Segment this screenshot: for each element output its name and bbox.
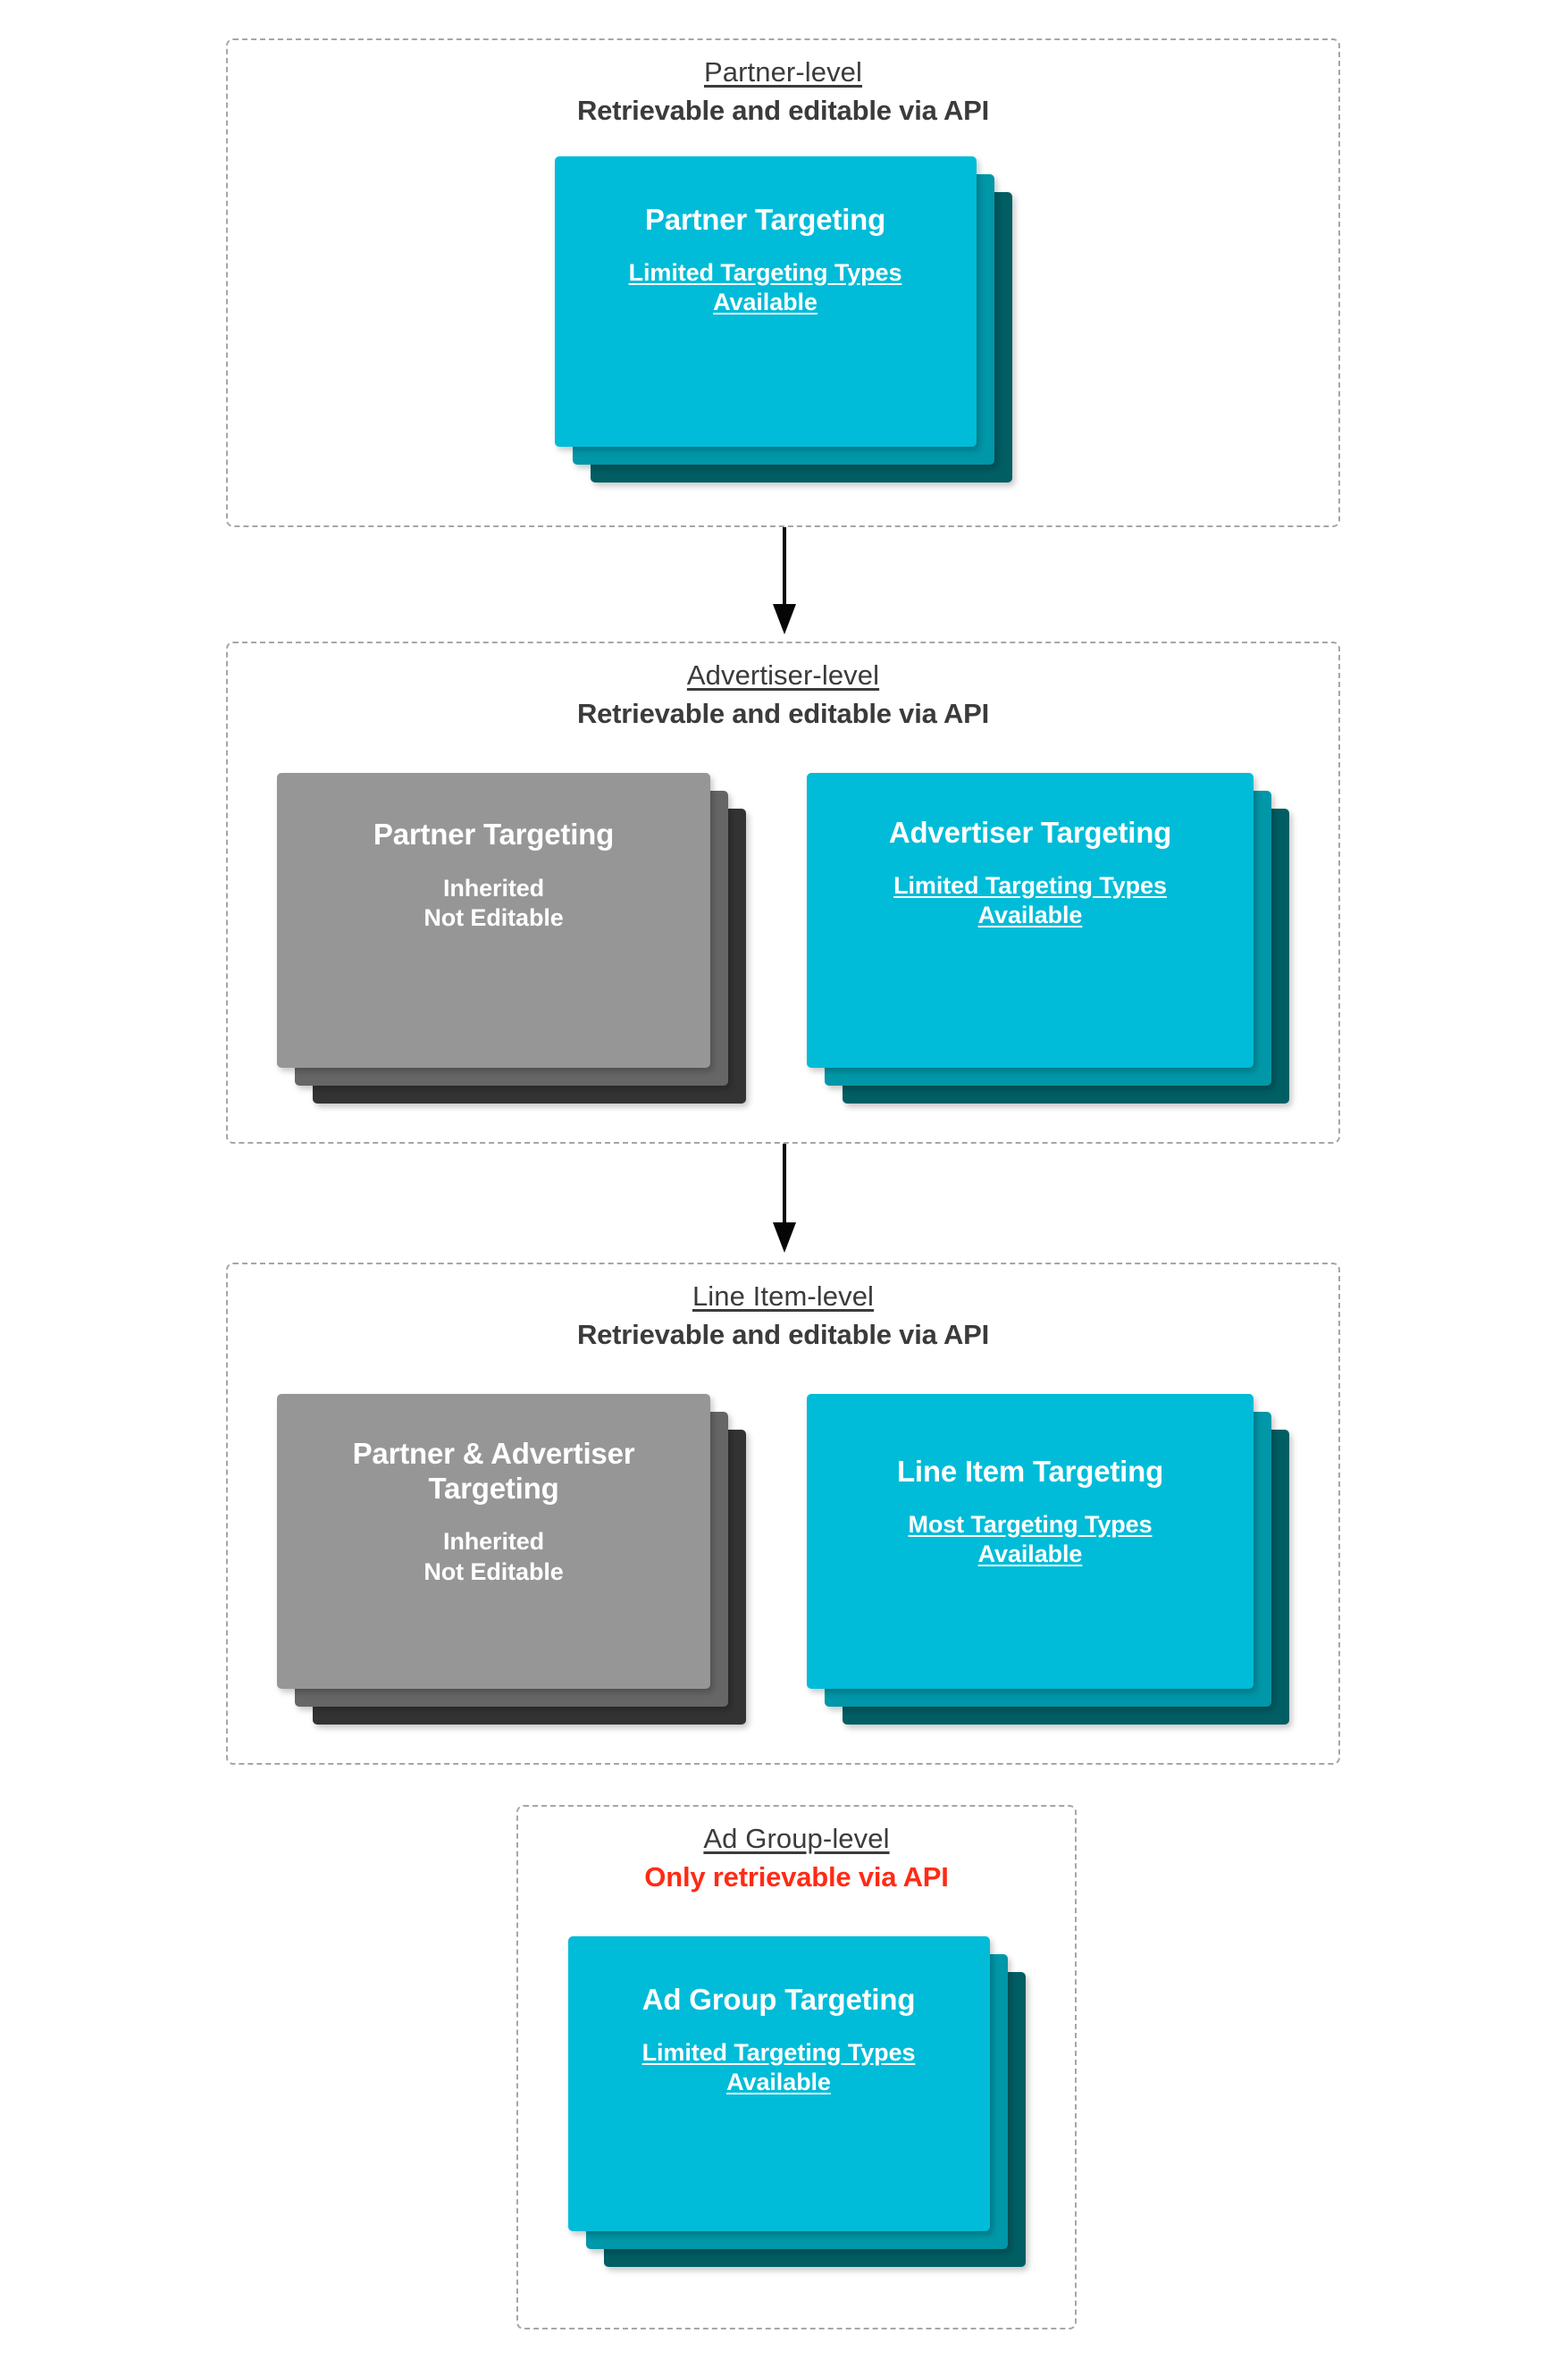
card-title-partner-advertiser-line1: Partner & Advertiser [352,1437,635,1470]
partner-level-title: Partner-level [703,56,863,88]
line-item-level-api-note: Retrievable and editable via API [576,1318,990,1350]
card-subtitle-limited-types-line2: Available [977,902,1083,929]
section-advertiser-level: Advertiser-level Retrievable and editabl… [226,642,1340,1144]
card-subtitle-most-types-line1: Most Targeting Types [908,1510,1153,1538]
advertiser-level-cards-row: Partner Targeting Inherited Not Editable… [228,773,1338,1104]
card-stack-ad-group-targeting[interactable]: Ad Group Targeting Limited Targeting Typ… [567,1936,1026,2267]
connector-shaft [783,1144,786,1226]
card-title-partner-targeting: Partner Targeting [373,818,615,851]
card-title-advertiser-targeting: Advertiser Targeting [888,816,1172,849]
card-subtitle-inherited-line1: Inherited [442,1528,545,1556]
section-partner-level: Partner-level Retrievable and editable v… [226,38,1340,527]
section-ad-group-level: Ad Group-level Only retrievable via API … [516,1805,1077,2329]
line-item-level-title: Line Item-level [692,1280,875,1312]
card-subtitle-limited-types-line1: Limited Targeting Types [641,2038,916,2066]
ad-group-level-title: Ad Group-level [703,1823,890,1854]
connector-partner-to-advertiser [773,527,796,634]
card-subtitle-limited-types-line1: Limited Targeting Types [893,871,1167,899]
partner-level-header: Partner-level Retrievable and editable v… [228,40,1338,127]
card-subtitle-inherited-line1: Inherited [442,874,545,902]
connector-advertiser-to-line-item [773,1144,796,1255]
ad-group-level-header: Ad Group-level Only retrievable via API [518,1807,1075,1893]
advertiser-level-api-note: Retrievable and editable via API [576,697,990,729]
partner-level-api-note: Retrievable and editable via API [576,94,990,126]
card-subtitle-most-types-line2: Available [977,1540,1083,1568]
connector-arrowhead [773,604,796,634]
advertiser-level-header: Advertiser-level Retrievable and editabl… [228,643,1338,730]
section-line-item-level: Line Item-level Retrievable and editable… [226,1263,1340,1765]
ad-group-level-api-note: Only retrievable via API [644,1860,949,1893]
card-stack-partner-targeting[interactable]: Partner Targeting Limited Targeting Type… [554,156,1012,483]
card-title-partner-advertiser-line2: Targeting [428,1471,559,1505]
card-subtitle-limited-types-line2: Available [713,289,818,316]
card-subtitle-inherited-line2: Not Editable [423,1557,564,1585]
card-title-ad-group-targeting: Ad Group Targeting [641,1983,916,2016]
card-advertiser-targeting[interactable]: Advertiser Targeting Limited Targeting T… [807,773,1254,1068]
card-stack-line-item-targeting[interactable]: Line Item Targeting Most Targeting Types… [807,1394,1289,1725]
connector-arrowhead [773,1222,796,1253]
advertiser-level-title: Advertiser-level [686,659,880,691]
card-title-partner-targeting: Partner Targeting [644,203,886,236]
ad-group-level-cards-row: Ad Group Targeting Limited Targeting Typ… [518,1936,1075,2267]
connector-shaft [783,527,786,608]
line-item-level-cards-row: Partner & Advertiser Targeting Inherited… [228,1394,1338,1725]
card-inherited-partner-targeting[interactable]: Partner Targeting Inherited Not Editable [277,773,710,1068]
card-subtitle-inherited-line2: Not Editable [423,904,564,932]
card-ad-group-targeting[interactable]: Ad Group Targeting Limited Targeting Typ… [567,1936,990,2231]
card-title-line-item-targeting: Line Item Targeting [896,1455,1164,1488]
card-stack-advertiser-targeting[interactable]: Advertiser Targeting Limited Targeting T… [807,773,1289,1104]
card-stack-inherited-partner-advertiser-targeting[interactable]: Partner & Advertiser Targeting Inherited… [277,1394,746,1725]
card-subtitle-limited-types-line1: Limited Targeting Types [628,258,902,286]
card-line-item-targeting[interactable]: Line Item Targeting Most Targeting Types… [807,1394,1254,1689]
line-item-level-header: Line Item-level Retrievable and editable… [228,1264,1338,1351]
card-inherited-partner-advertiser-targeting[interactable]: Partner & Advertiser Targeting Inherited… [277,1394,710,1689]
card-subtitle-limited-types-line2: Available [726,2069,831,2096]
partner-level-cards-row: Partner Targeting Limited Targeting Type… [228,156,1338,483]
card-stack-inherited-partner-targeting[interactable]: Partner Targeting Inherited Not Editable [277,773,746,1104]
card-partner-targeting[interactable]: Partner Targeting Limited Targeting Type… [554,156,977,447]
